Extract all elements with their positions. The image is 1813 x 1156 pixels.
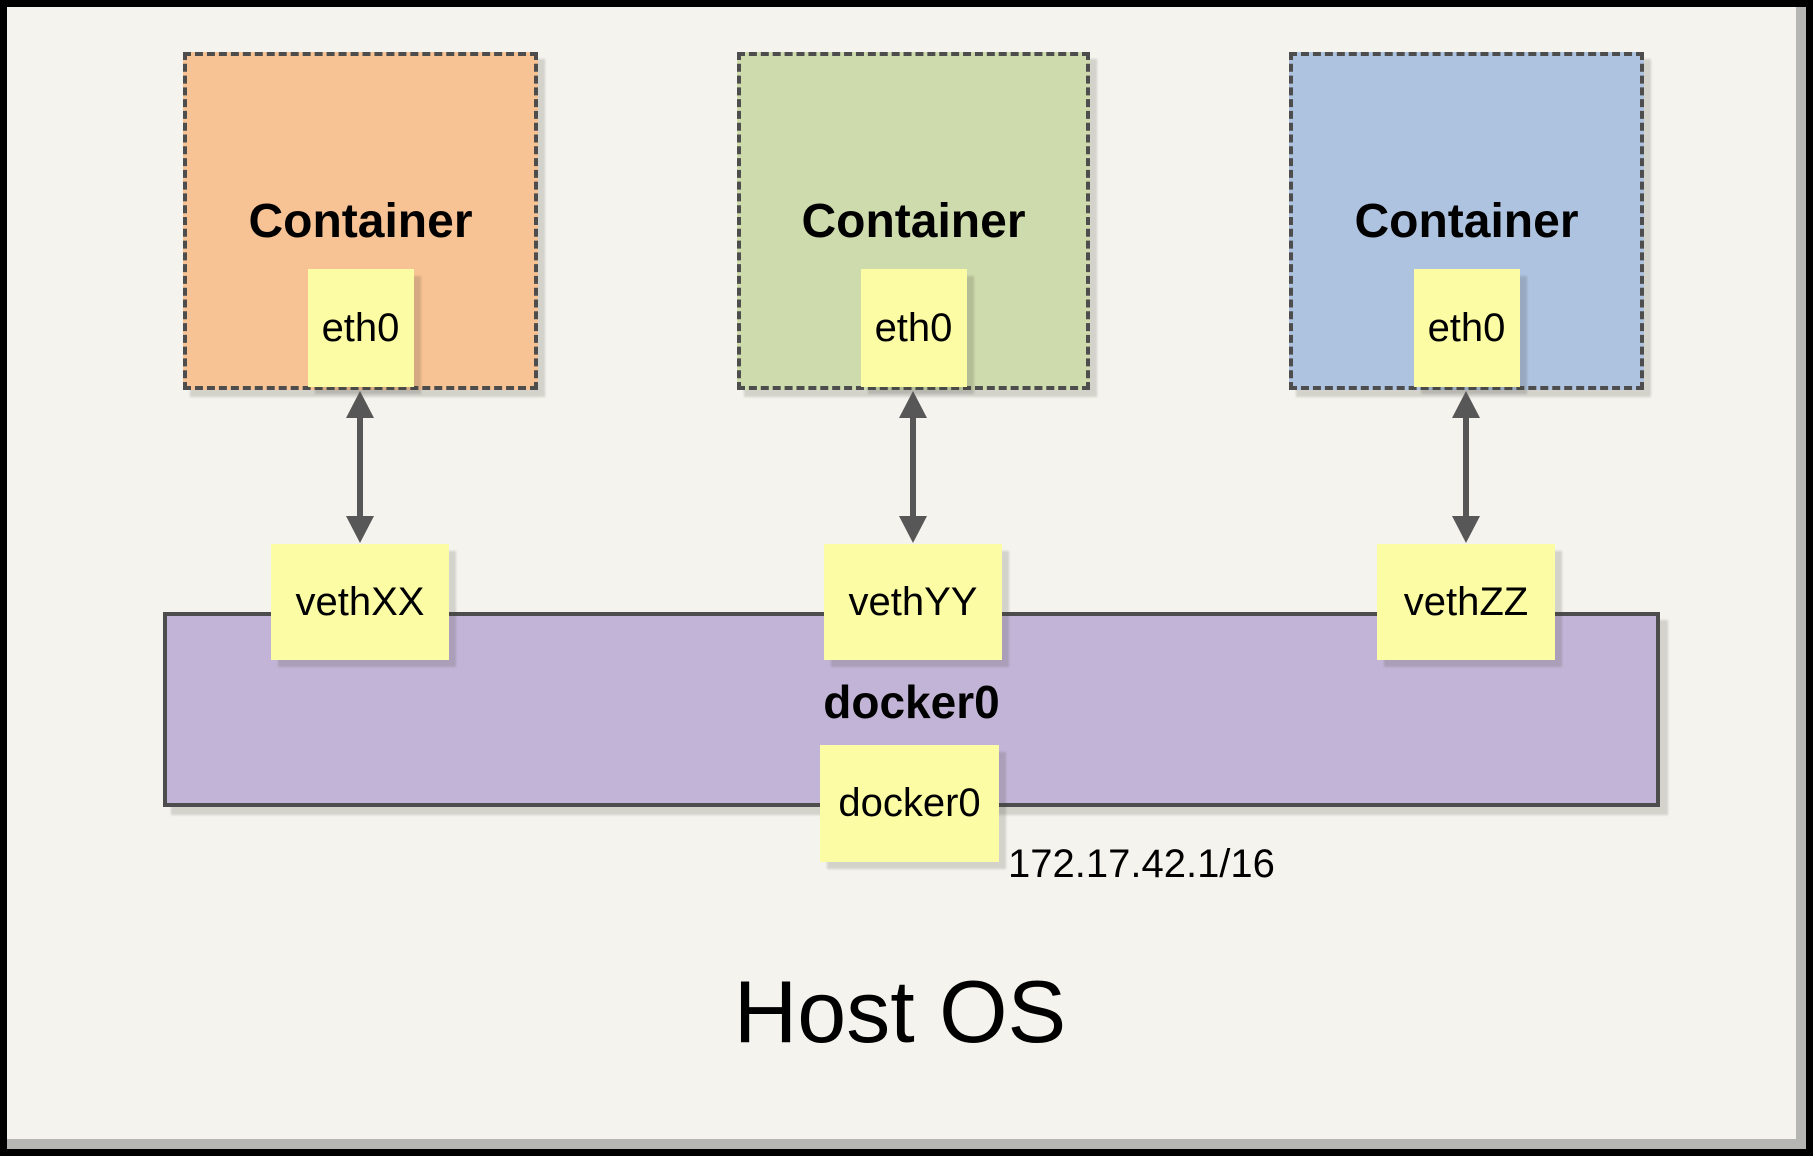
docker0-interface-box: docker0	[820, 745, 999, 862]
eth0-veth-arrow-3	[1452, 391, 1480, 543]
arrow-head-down-icon	[1452, 516, 1480, 543]
arrow-head-up-icon	[899, 391, 927, 418]
arrow-head-up-icon	[1452, 391, 1480, 418]
container-box-2: Container eth0	[737, 52, 1090, 390]
arrow-head-down-icon	[346, 516, 374, 543]
arrow-shaft	[1463, 415, 1469, 519]
container-3-eth0-box: eth0	[1413, 269, 1520, 387]
host-os-label: Host OS	[733, 962, 1067, 1061]
vethyy-box: vethYY	[824, 544, 1002, 660]
container-3-title: Container	[1354, 195, 1579, 248]
vethzz-box: vethZZ	[1377, 544, 1555, 660]
vethxx-box: vethXX	[271, 544, 449, 660]
arrow-shaft	[910, 415, 916, 519]
container-2-eth0-box: eth0	[860, 269, 967, 387]
container-1-eth0-box: eth0	[307, 269, 414, 387]
container-1-title: Container	[248, 195, 473, 248]
bridge-ip-label: 172.17.42.1/16	[1008, 842, 1275, 886]
container-box-3: Container eth0	[1289, 52, 1644, 390]
arrow-shaft	[357, 415, 363, 519]
arrow-head-up-icon	[346, 391, 374, 418]
container-box-1: Container eth0	[183, 52, 538, 390]
docker0-bridge-label: docker0	[823, 676, 1000, 728]
eth0-veth-arrow-1	[346, 391, 374, 543]
container-2-title: Container	[801, 195, 1026, 248]
arrow-head-down-icon	[899, 516, 927, 543]
eth0-veth-arrow-2	[899, 391, 927, 543]
